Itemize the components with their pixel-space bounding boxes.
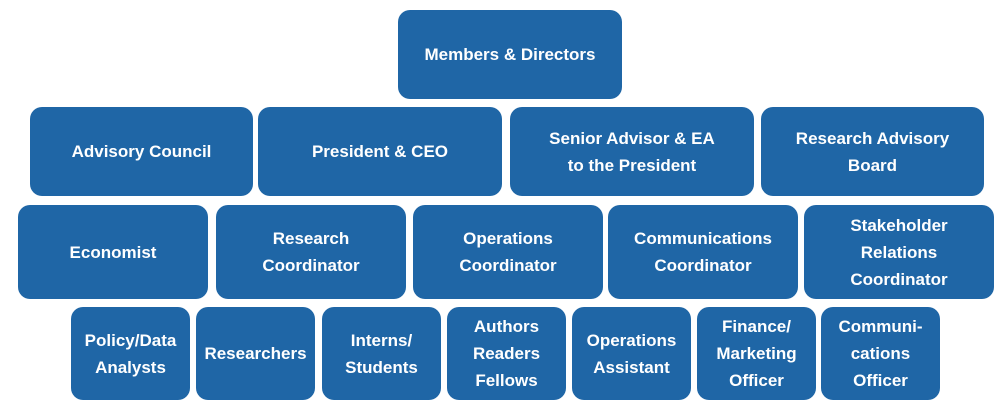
box-members-directors: Members & Directors (398, 10, 622, 99)
box-research-coordinator: Research Coordinator (216, 205, 406, 299)
box-interns-students: Interns/ Students (322, 307, 441, 400)
box-communications-coordinator: Communications Coordinator (608, 205, 798, 299)
box-finance-marketing-officer: Finance/ Marketing Officer (697, 307, 816, 400)
box-researchers: Researchers (196, 307, 315, 400)
box-stakeholder-relations-coordinator: Stakeholder Relations Coordinator (804, 205, 994, 299)
box-president-ceo: President & CEO (258, 107, 502, 196)
box-research-advisory-board: Research Advisory Board (761, 107, 984, 196)
box-policy-data-analysts: Policy/Data Analysts (71, 307, 190, 400)
box-communications-officer: Communi- cations Officer (821, 307, 940, 400)
box-senior-advisor: Senior Advisor & EA to the President (510, 107, 754, 196)
box-operations-coordinator: Operations Coordinator (413, 205, 603, 299)
box-operations-assistant: Operations Assistant (572, 307, 691, 400)
box-authors-readers-fellows: Authors Readers Fellows (447, 307, 566, 400)
box-advisory-council: Advisory Council (30, 107, 253, 196)
box-economist: Economist (18, 205, 208, 299)
